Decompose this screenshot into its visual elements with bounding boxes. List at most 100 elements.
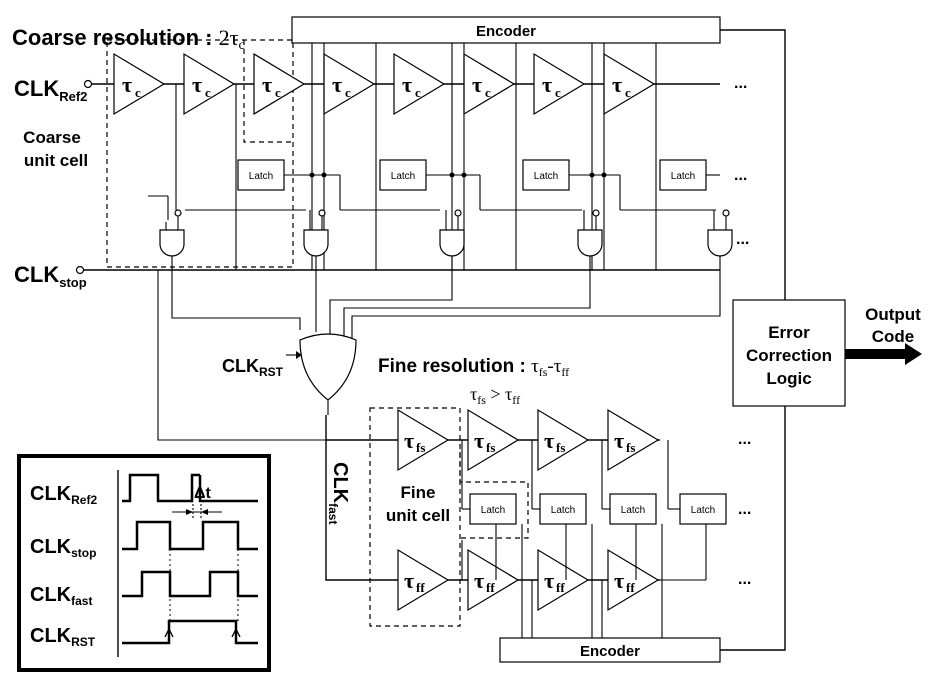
fine-ellipsis-1: ...	[738, 431, 751, 448]
svg-text:Latch: Latch	[249, 171, 273, 182]
svg-text:c: c	[205, 85, 211, 100]
svg-text:Latch: Latch	[534, 171, 558, 182]
coarse-latch-wires	[148, 84, 720, 270]
clk-stop-label: CLKstop	[14, 262, 87, 290]
or-gate-input-wires	[157, 256, 721, 441]
svg-text:Latch: Latch	[391, 171, 415, 182]
svg-text:Logic: Logic	[766, 369, 811, 388]
coarse-and-gate-5	[707, 209, 733, 257]
fine-latch-4: Latch	[679, 493, 727, 525]
svg-text:Latch: Latch	[481, 505, 505, 516]
svg-text:Correction: Correction	[746, 346, 832, 365]
fine-unit-cell-box	[369, 407, 461, 627]
svg-text:Latch: Latch	[551, 505, 575, 516]
clk-ref2-label: CLKRef2	[14, 76, 87, 104]
clk-ref2-pin	[83, 79, 93, 89]
svg-text:ff: ff	[416, 580, 425, 595]
fine-unit-cell-label-1: Fine	[401, 483, 436, 502]
coarse-unit-cell-notch	[243, 40, 293, 143]
fine-unit-cell-label-2: unit cell	[386, 506, 450, 525]
fine-latch-2: Latch	[539, 493, 587, 525]
svg-text:τ: τ	[332, 72, 342, 97]
svg-text:c: c	[135, 85, 141, 100]
timing-fast-label: CLKfast	[30, 584, 92, 608]
clk-fast-label: CLKfast	[326, 462, 351, 524]
svg-text:τ: τ	[192, 72, 202, 97]
svg-text:c: c	[625, 85, 631, 100]
fine-title: Fine resolution : τfs-τff	[378, 356, 569, 379]
fine-latch-wires	[461, 440, 707, 640]
output-arrow	[845, 343, 922, 365]
coarse-latch-2: Latch	[379, 159, 427, 191]
svg-text:τ: τ	[614, 428, 624, 453]
clk-rst-arrow	[296, 351, 302, 359]
svg-text:Encoder: Encoder	[580, 643, 640, 660]
encoder-top: Encoder	[291, 16, 721, 44]
svg-text:τ: τ	[614, 568, 624, 593]
fine-latch-1: Latch	[469, 493, 517, 525]
svg-text:Latch: Latch	[621, 505, 645, 516]
svg-text:fs: fs	[486, 440, 495, 455]
fine-unit-cell-notch	[459, 452, 529, 539]
svg-text:τ: τ	[542, 72, 552, 97]
svg-text:fs: fs	[556, 440, 565, 455]
coarse-ellipsis-1: ...	[734, 75, 747, 92]
encoder-top-to-ecl-wire	[720, 29, 786, 300]
coarse-latch-1: Latch	[237, 159, 285, 191]
coarse-latch-3: Latch	[522, 159, 570, 191]
coarse-and-gate-3	[439, 209, 465, 257]
output-code-label-1: Output	[865, 305, 921, 324]
fine-latch-3: Latch	[609, 493, 657, 525]
svg-text:τ: τ	[544, 568, 554, 593]
error-correction-logic: Error Correction Logic	[732, 299, 846, 407]
timing-dotted-guides	[169, 549, 239, 621]
coarse-and-gate-2	[303, 209, 329, 257]
clk-fast-wire	[325, 415, 395, 581]
delta-t-label: Δt	[194, 485, 212, 502]
coarse-and-gate-4	[577, 209, 603, 257]
svg-text:τ: τ	[472, 72, 482, 97]
output-code-label-2: Code	[872, 327, 915, 346]
svg-text:Latch: Latch	[671, 171, 695, 182]
fine-condition: τfs > τff	[470, 384, 520, 407]
timing-stop-wave	[122, 520, 258, 551]
clk-stop-pin	[75, 265, 85, 275]
svg-text:τ: τ	[402, 72, 412, 97]
coarse-ellipsis-2: ...	[734, 167, 747, 184]
svg-text:Error: Error	[768, 323, 810, 342]
svg-text:τ: τ	[404, 428, 414, 453]
timing-diagram: CLKRef2 Δt CLKstop CLKfast CLKRST	[17, 454, 271, 672]
timing-ref2-wave	[122, 473, 200, 503]
fine-ellipsis-3: ...	[738, 571, 751, 588]
coarse-unit-cell-box	[106, 39, 294, 268]
encoder-bottom: Encoder	[499, 637, 721, 663]
svg-text:Encoder: Encoder	[476, 23, 536, 40]
coarse-unit-cell-label-1: Coarse	[23, 128, 81, 147]
svg-text:c: c	[345, 85, 351, 100]
svg-text:τ: τ	[612, 72, 622, 97]
svg-text:c: c	[275, 85, 281, 100]
svg-text:τ: τ	[544, 428, 554, 453]
coarse-and-gate-1	[159, 209, 185, 257]
svg-text:τ: τ	[404, 568, 414, 593]
svg-text:c: c	[555, 85, 561, 100]
encoder-bottom-to-ecl-wire	[720, 406, 786, 651]
svg-text:c: c	[485, 85, 491, 100]
svg-text:ff: ff	[626, 580, 635, 595]
coarse-unit-cell-label-2: unit cell	[24, 151, 88, 170]
